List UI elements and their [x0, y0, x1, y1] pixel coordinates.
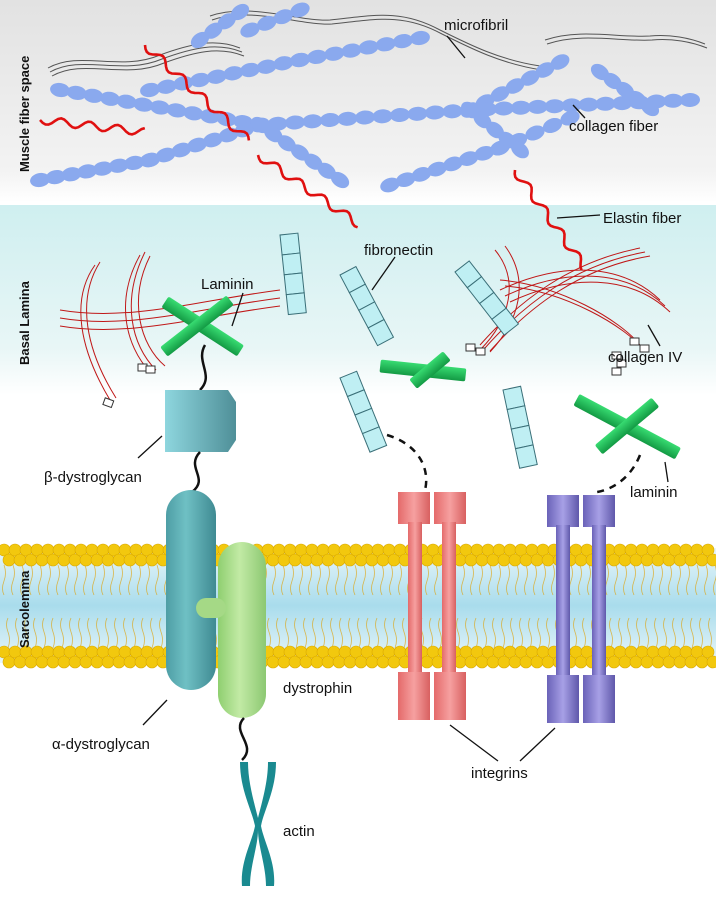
lipid-tails: [2, 564, 716, 649]
actin-label: actin: [283, 823, 315, 840]
dystrophin-body: [218, 542, 266, 718]
integrins-label: integrins: [471, 765, 528, 782]
sarcolemma-membrane: [0, 543, 716, 669]
fibronectin-label: fibronectin: [364, 242, 433, 259]
collagen-iv-label: collagen IV: [608, 349, 682, 366]
laminin-linker: [199, 344, 207, 391]
laminin-cross-middle: [379, 352, 467, 388]
integrin-purple: [547, 495, 615, 723]
actin-filament: [240, 762, 276, 886]
leader-lines: [137, 35, 669, 762]
laminin-cross-bottom: [574, 394, 681, 459]
collagen-fiber-label: collagen fiber: [569, 118, 658, 135]
dystrophin-label: dystrophin: [283, 680, 352, 697]
elastin-fiber-label: Elastin fiber: [603, 210, 681, 227]
laminin-label-bottom: laminin: [630, 484, 678, 501]
muscle-fiber-space-label: Muscle fiber space: [17, 56, 32, 172]
dashed-tethers: [386, 433, 642, 494]
laminin-cross-top: [161, 296, 244, 356]
laminin-label-top: Laminin: [201, 276, 254, 293]
actin-linker: [238, 717, 249, 761]
dystroglycan-linker: [191, 451, 201, 493]
beta-dystroglycan-label: β-dystroglycan: [44, 469, 142, 486]
alpha-dystroglycan-label: α-dystroglycan: [52, 736, 150, 753]
alpha-dystroglycan-body: [166, 490, 216, 690]
basal-lamina-label: Basal Lamina: [17, 280, 32, 365]
dystrophin-knob: [196, 598, 226, 618]
collagen-iv-strands: [59, 245, 671, 401]
elastin-fibers: [39, 44, 583, 271]
microfibril-label: microfibril: [444, 17, 508, 34]
beta-dystroglycan-block: [165, 390, 236, 452]
collagen-iv-end-caps: [102, 337, 650, 409]
fibronectin-chains: [279, 232, 538, 469]
sarcolemma-label: Sarcolemma: [17, 570, 32, 648]
integrin-red: [398, 492, 466, 720]
